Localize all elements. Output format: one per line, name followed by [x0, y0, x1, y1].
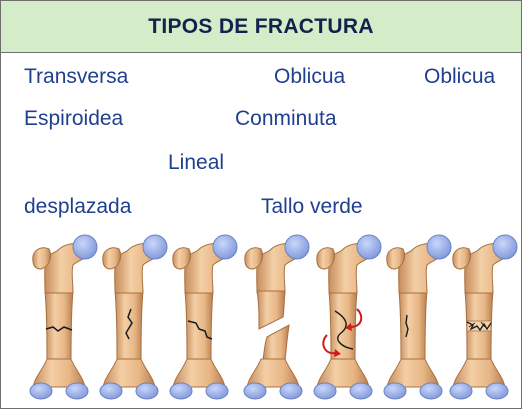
label-desplazada: desplazada [24, 195, 132, 218]
page-title: TIPOS DE FRACTURA [148, 14, 374, 38]
bone-displaced-fracture-icon [243, 234, 310, 400]
label-transversa: Transversa [24, 65, 129, 88]
bone-spiral-fracture-icon [313, 234, 382, 400]
bone-linear-fracture-icon [383, 234, 452, 400]
bone-oblique-fracture-icon [169, 234, 238, 400]
label-tallo-verde: Tallo verde [261, 195, 363, 218]
label-lineal: Lineal [168, 151, 225, 174]
bone-transverse-fracture-icon [29, 234, 98, 400]
bones-illustration [29, 234, 518, 400]
label-oblicua-2: Oblicua [424, 65, 496, 88]
label-conminuta: Conminuta [235, 107, 337, 130]
bone-comminuted-fracture-icon [449, 234, 518, 400]
title-bar: TIPOS DE FRACTURA [1, 1, 521, 53]
label-espiroidea: Espiroidea [24, 107, 124, 130]
bone-oblique-fracture-icon [99, 234, 168, 400]
label-oblicua-1: Oblicua [274, 65, 346, 88]
